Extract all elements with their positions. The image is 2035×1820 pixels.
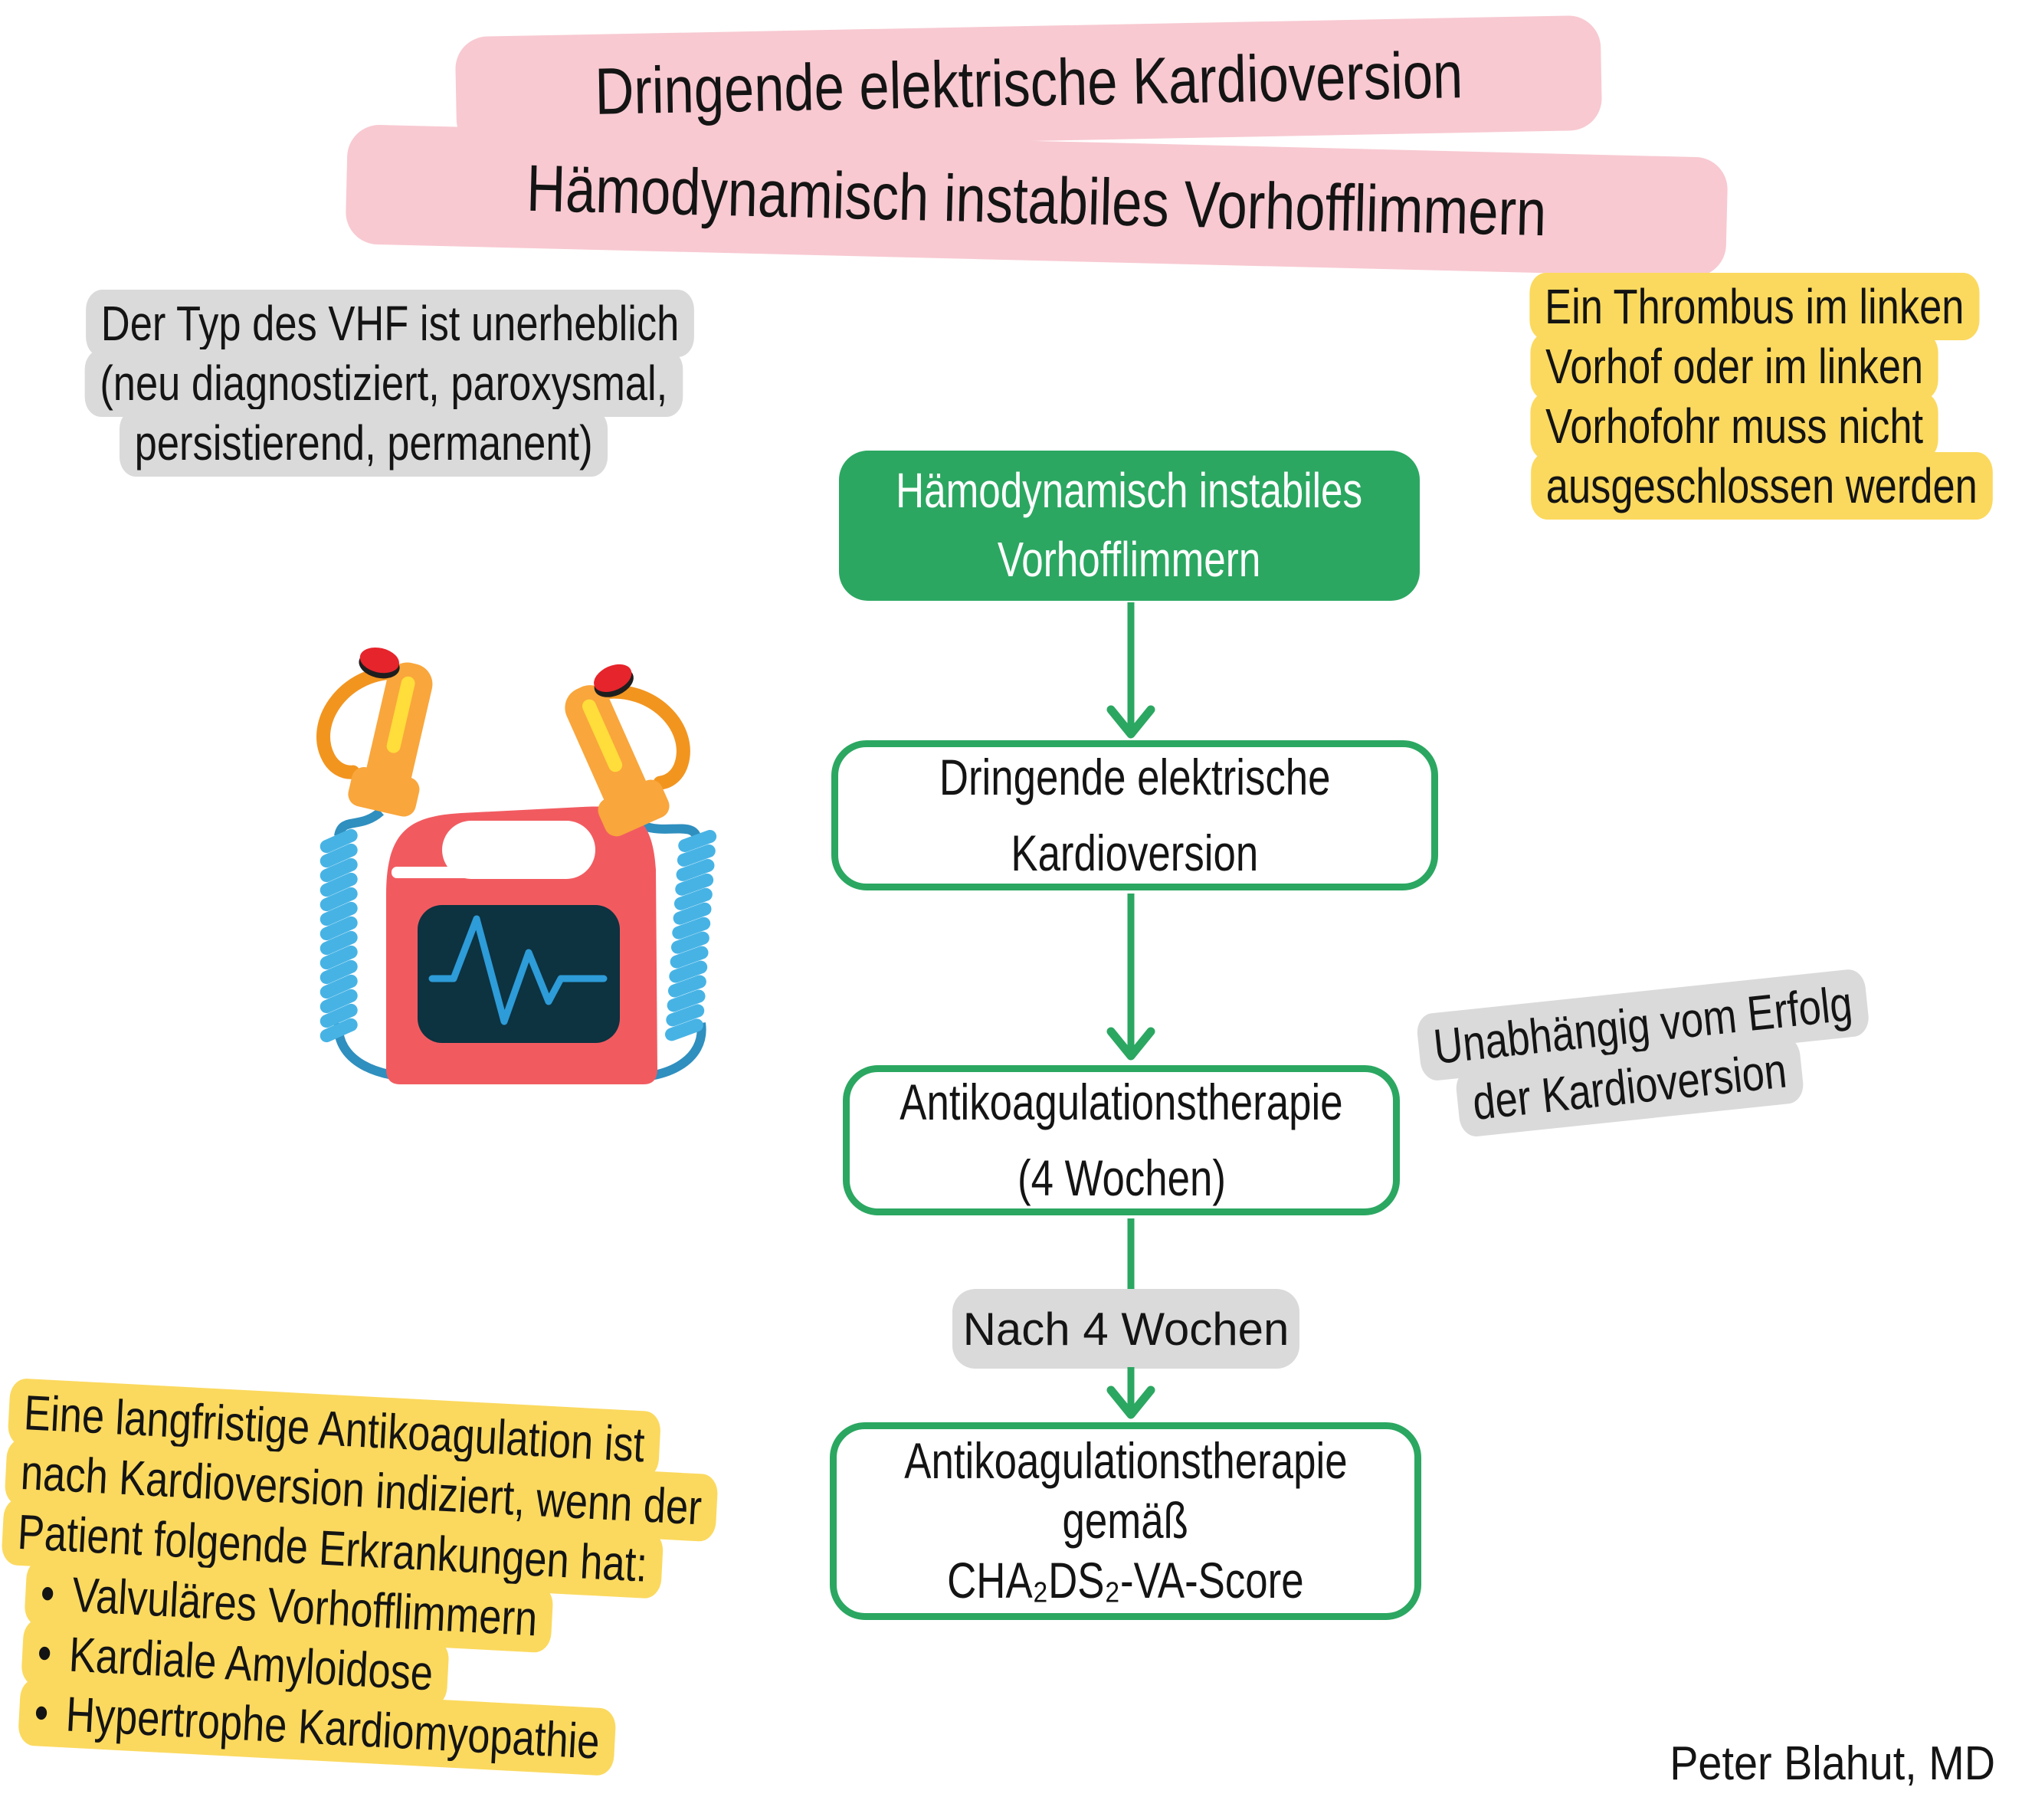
note-line: ausgeschlossen werden bbox=[1531, 452, 1993, 520]
author-credit-text: Peter Blahut, MD bbox=[1670, 1737, 1995, 1790]
flow-arrow-2 bbox=[1106, 894, 1155, 1061]
label-after-4-weeks: Nach 4 Wochen bbox=[952, 1289, 1299, 1369]
flow-box-line: Antikoagulationstherapie bbox=[903, 1432, 1348, 1490]
flow-start-node: Hämodynamisch instabiles Vorhofflimmern bbox=[839, 451, 1420, 601]
defib-stripe bbox=[392, 867, 557, 878]
flow-box-line: gemäß bbox=[1062, 1492, 1189, 1549]
flow-box-line: (4 Wochen) bbox=[1017, 1149, 1226, 1206]
flow-box-anticoagulation-long-term: Antikoagulationstherapie gemäß CHA₂DS₂-V… bbox=[830, 1422, 1421, 1620]
note-line: Ein Thrombus im linken bbox=[1529, 273, 1980, 340]
note-line: Vorhofohr muss nicht bbox=[1530, 392, 1939, 460]
flow-box-cardioversion: Dringende elektrische Kardioversion bbox=[831, 740, 1438, 890]
coil-left bbox=[317, 827, 360, 1044]
note-line: (neu diagnostiziert, paroxysmal, bbox=[84, 349, 683, 417]
label-after-4-weeks-text: Nach 4 Wochen bbox=[962, 1303, 1289, 1355]
defibrillator-illustration bbox=[283, 625, 719, 1084]
coil-right bbox=[662, 825, 719, 1046]
flow-box-line: Dringende elektrische bbox=[939, 749, 1331, 805]
flow-arrow-3 bbox=[1106, 1367, 1155, 1419]
defib-handle-slot bbox=[442, 821, 595, 879]
flow-box-line: CHA₂DS₂-VA-Score bbox=[947, 1551, 1304, 1608]
note-line: Der Typ des VHF ist unerheblich bbox=[86, 290, 694, 357]
title-text-primary: Dringende elektrische Kardioversion bbox=[594, 38, 1463, 129]
note-line: persistierend, permanent) bbox=[120, 409, 608, 477]
flow-stem-3 bbox=[1127, 1218, 1135, 1290]
ecg-trace bbox=[428, 915, 608, 1025]
flow-box-anticoagulation: Antikoagulationstherapie (4 Wochen) bbox=[843, 1065, 1400, 1215]
flow-start-line: Hämodynamisch instabiles bbox=[896, 463, 1363, 519]
cable-left-top bbox=[334, 808, 384, 838]
note-thrombus: Ein Thrombus im linken Vorhof oder im li… bbox=[1480, 273, 1993, 520]
author-credit: Peter Blahut, MD bbox=[1459, 1736, 1995, 1791]
flow-start-line: Vorhofflimmern bbox=[998, 532, 1261, 587]
note-independent-of-success: Unabhängig vom Erfolg der Kardioversion bbox=[1366, 967, 1887, 1147]
flow-arrow-1 bbox=[1106, 602, 1155, 739]
paddle-left bbox=[309, 640, 449, 819]
flow-box-line: Antikoagulationstherapie bbox=[900, 1074, 1343, 1130]
cable-right-top bbox=[640, 821, 702, 841]
note-vhf-type: Der Typ des VHF ist unerheblich (neu dia… bbox=[19, 290, 709, 477]
note-line: Vorhof oder im linken bbox=[1530, 333, 1939, 400]
flow-box-line: Kardioversion bbox=[1011, 825, 1259, 881]
title-banner-secondary: Hämodynamisch instabiles Vorhofflimmern bbox=[345, 124, 1729, 277]
title-text-secondary: Hämodynamisch instabiles Vorhofflimmern bbox=[526, 151, 1548, 250]
note-longterm-anticoagulation: Eine langfristige Antikoagulation ist na… bbox=[0, 1378, 890, 1790]
